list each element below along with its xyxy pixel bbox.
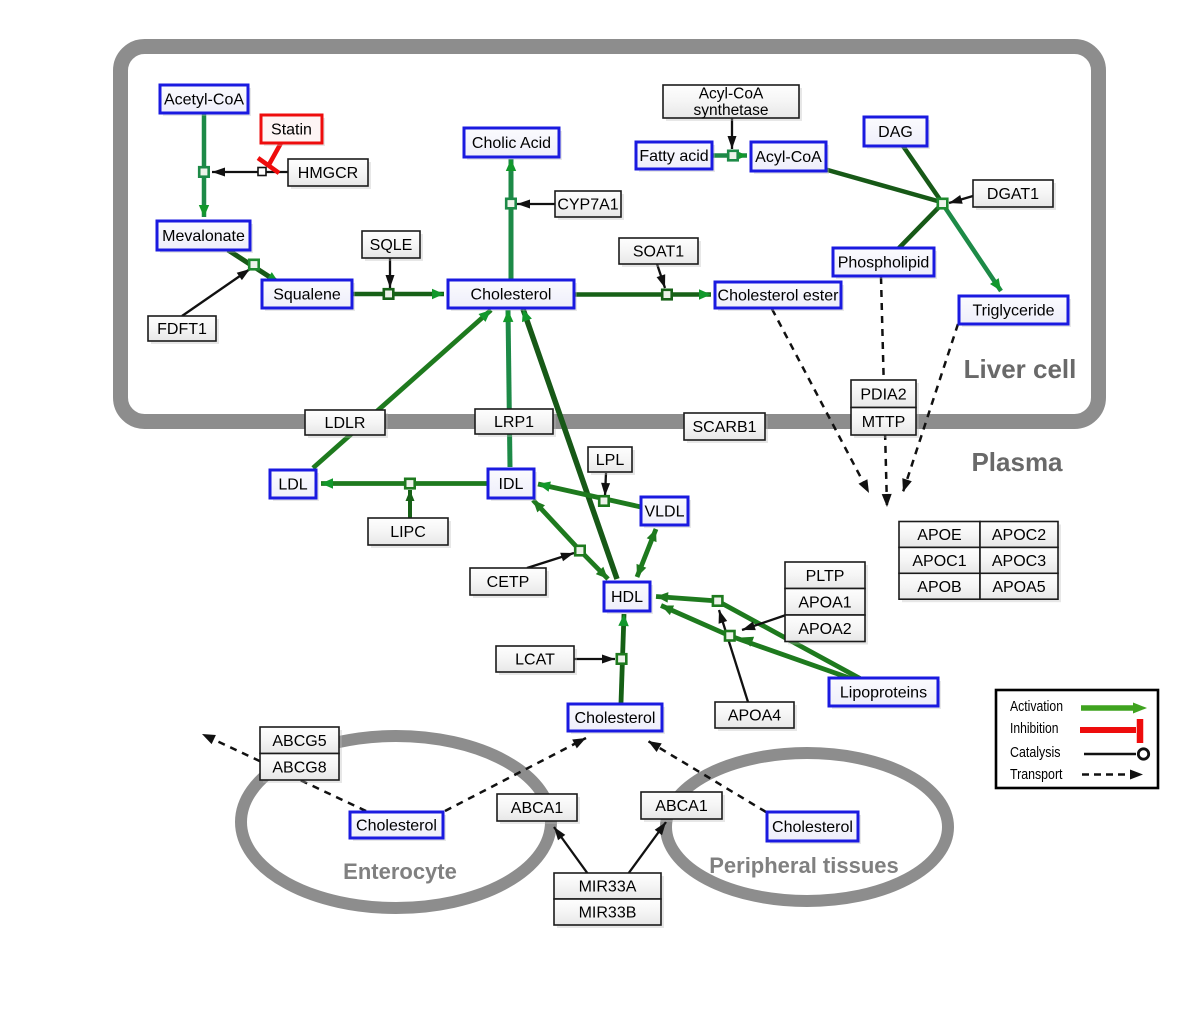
svg-text:DGAT1: DGAT1 [987,186,1039,203]
svg-text:APOC1: APOC1 [912,553,966,570]
svg-text:MTTP: MTTP [862,414,906,431]
svg-text:SQLE: SQLE [370,237,413,254]
svg-text:Cholesterol: Cholesterol [471,287,552,304]
svg-text:SOAT1: SOAT1 [633,244,684,261]
svg-text:Acyl-CoA: Acyl-CoA [699,86,764,103]
svg-text:Plasma: Plasma [971,447,1063,477]
svg-text:Liver cell: Liver cell [964,354,1077,384]
svg-text:Peripheral tissues: Peripheral tissues [709,853,899,878]
svg-text:APOA1: APOA1 [798,594,851,611]
svg-text:Cholesterol: Cholesterol [772,819,853,836]
svg-text:HMGCR: HMGCR [298,165,358,182]
svg-text:LIPC: LIPC [390,524,426,541]
svg-text:APOE: APOE [917,527,961,544]
svg-text:Acyl-CoA: Acyl-CoA [755,149,822,166]
svg-text:ABCG8: ABCG8 [272,759,326,776]
svg-text:APOA4: APOA4 [728,708,781,725]
svg-text:MIR33A: MIR33A [579,879,637,896]
svg-text:LPL: LPL [596,452,625,469]
svg-text:CYP7A1: CYP7A1 [557,197,618,214]
svg-text:synthetase: synthetase [694,102,769,119]
svg-text:Activation: Activation [1010,699,1063,715]
svg-text:LDL: LDL [278,477,307,494]
svg-text:ABCA1: ABCA1 [511,800,564,817]
svg-text:LCAT: LCAT [515,652,555,669]
svg-text:Triglyceride: Triglyceride [972,303,1054,320]
svg-text:APOA2: APOA2 [798,621,851,638]
svg-text:APOB: APOB [917,579,961,596]
svg-text:APOC3: APOC3 [992,553,1046,570]
svg-text:Cholesterol: Cholesterol [575,710,656,727]
svg-text:LRP1: LRP1 [494,414,534,431]
svg-text:APOC2: APOC2 [992,527,1046,544]
svg-text:Cholic Acid: Cholic Acid [472,135,551,152]
svg-text:HDL: HDL [611,589,643,606]
svg-text:Inhibition: Inhibition [1010,721,1059,737]
svg-text:Enterocyte: Enterocyte [343,859,457,884]
svg-text:Acetyl-CoA: Acetyl-CoA [164,92,244,109]
svg-text:Catalysis: Catalysis [1010,745,1061,761]
svg-text:IDL: IDL [499,476,524,493]
svg-text:Cholesterol: Cholesterol [356,818,437,835]
svg-text:Statin: Statin [271,122,312,139]
svg-text:ABCG5: ABCG5 [272,733,326,750]
svg-text:MIR33B: MIR33B [579,905,637,922]
svg-text:DAG: DAG [878,124,913,141]
svg-text:Lipoproteins: Lipoproteins [840,685,927,702]
svg-text:LDLR: LDLR [325,415,366,432]
svg-text:PDIA2: PDIA2 [860,386,906,403]
svg-text:Transport: Transport [1010,767,1063,783]
svg-text:Phospholipid: Phospholipid [838,255,930,272]
svg-text:APOA5: APOA5 [992,579,1045,596]
svg-text:Fatty acid: Fatty acid [639,148,708,165]
svg-text:CETP: CETP [487,574,530,591]
svg-text:Squalene: Squalene [273,287,341,304]
svg-text:PLTP: PLTP [806,568,845,585]
svg-text:ABCA1: ABCA1 [655,798,708,815]
svg-text:Cholesterol ester: Cholesterol ester [718,288,840,305]
svg-text:Mevalonate: Mevalonate [162,228,245,245]
svg-text:FDFT1: FDFT1 [157,321,207,338]
svg-text:VLDL: VLDL [644,504,684,521]
svg-text:SCARB1: SCARB1 [692,419,756,436]
